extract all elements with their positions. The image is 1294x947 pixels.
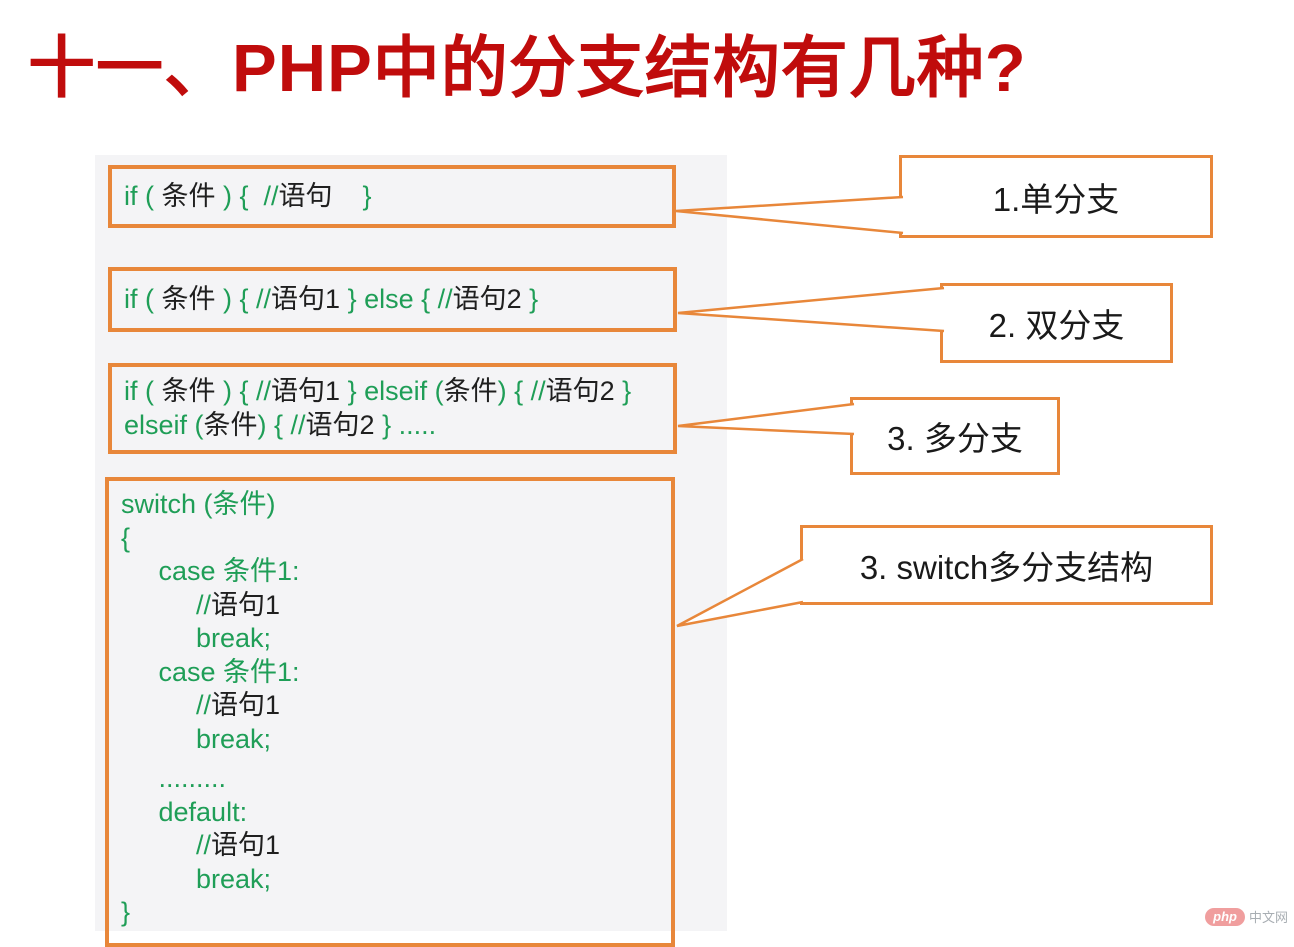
code-token: 语句 [278,180,333,211]
code-token: if ( [124,376,162,406]
code-token: } [614,376,632,406]
code-line: default: [121,796,671,830]
php-logo: php [1205,907,1245,926]
code-token: break; [121,623,272,653]
callout-label: 3. 多分支 [887,420,1023,457]
code-token: ) { // [257,409,306,440]
callout-double-branch: 2. 双分支 [940,283,1173,363]
code-line: elseif (条件) { //语句2 } ..... [124,409,673,443]
code-panel-background [95,155,727,931]
code-box-multi-branch: if ( 条件 ) { //语句1 } elseif (条件) { //语句2 … [108,363,677,454]
code-token: // [121,690,212,720]
code-token: 条件 [161,180,216,211]
code-token: elseif ( [124,409,204,440]
code-box-switch-branch: switch (条件){ case 条件1: //语句1 break; case… [105,477,675,947]
code-line: //语句1 [121,829,671,863]
code-content: if ( 条件 ) { //语句 } [112,180,672,214]
page-title: 十一、PHP中的分支结构有几种? [28,31,1027,106]
code-line: if ( 条件 ) { //语句1 } elseif (条件) { //语句2 … [124,375,673,409]
code-token: ) { // [215,376,272,406]
code-line: //语句1 [121,589,671,623]
code-line: if ( 条件 ) { //语句 } [124,180,672,214]
code-token: 语句1 [271,283,341,314]
code-token: ) { // [215,180,279,211]
code-token: 语句1 [211,589,281,620]
code-token: } ..... [374,409,437,440]
code-box-single-branch: if ( 条件 ) { //语句 } [108,165,676,228]
code-token: case 条件1: [121,556,300,586]
code-token: } [521,283,539,314]
code-token: } [121,897,131,927]
watermark-site-label: 中文网 [1248,910,1288,925]
code-token: 语句2 [305,409,375,440]
code-token: } elseif ( [340,376,444,406]
callout-label: 2. 双分支 [988,307,1125,344]
code-line: break; [121,723,671,757]
code-token: // [121,830,212,860]
code-content: if ( 条件 ) { //语句1 } else { //语句2 } [112,283,673,317]
code-box-double-branch: if ( 条件 ) { //语句1 } else { //语句2 } [108,267,677,332]
code-token: break; [121,863,272,894]
code-token: default: [121,796,248,827]
code-token: switch (条件) [121,489,276,519]
code-token: 语句1 [211,830,281,860]
code-token: } [332,180,372,211]
code-token: 条件 [161,376,216,406]
code-token: if ( [124,180,162,211]
code-line: { [121,522,671,556]
callout-single-branch: 1.单分支 [899,155,1213,238]
code-token: 语句1 [271,376,341,406]
code-line: case 条件1: [121,656,671,690]
callout-label: 1.单分支 [992,180,1120,218]
callout-switch-branch: 3. switch多分支结构 [800,525,1213,605]
code-token: 条件 [443,376,498,406]
code-token: 条件 [203,409,258,440]
code-line: if ( 条件 ) { //语句1 } else { //语句2 } [124,283,673,317]
code-token: 语句2 [545,376,615,406]
watermark: php 中文网 [1205,907,1288,926]
code-token: { [121,522,131,553]
code-token: 语句2 [452,283,522,314]
code-token: ......... [121,763,227,793]
code-token: ) { // [497,376,546,406]
code-line: case 条件1: [121,555,671,589]
code-token: if ( [124,283,162,314]
code-token: 条件 [161,283,216,314]
code-token: break; [121,723,272,754]
code-token: // [121,589,212,620]
code-content: if ( 条件 ) { //语句1 } elseif (条件) { //语句2 … [112,375,673,442]
code-token: 语句1 [211,690,281,720]
code-line: break; [121,622,671,656]
code-line: break; [121,863,671,897]
code-token: case 条件1: [121,656,300,687]
code-token: } else { // [340,283,453,314]
callout-multi-branch: 3. 多分支 [850,397,1060,475]
code-line: //语句1 [121,689,671,723]
code-line: } [121,896,671,930]
code-line: ......... [121,762,671,796]
code-content: switch (条件){ case 条件1: //语句1 break; case… [109,488,671,930]
callout-label: 3. switch多分支结构 [859,549,1154,586]
code-token: ) { // [215,283,272,314]
code-line: switch (条件) [121,488,671,522]
